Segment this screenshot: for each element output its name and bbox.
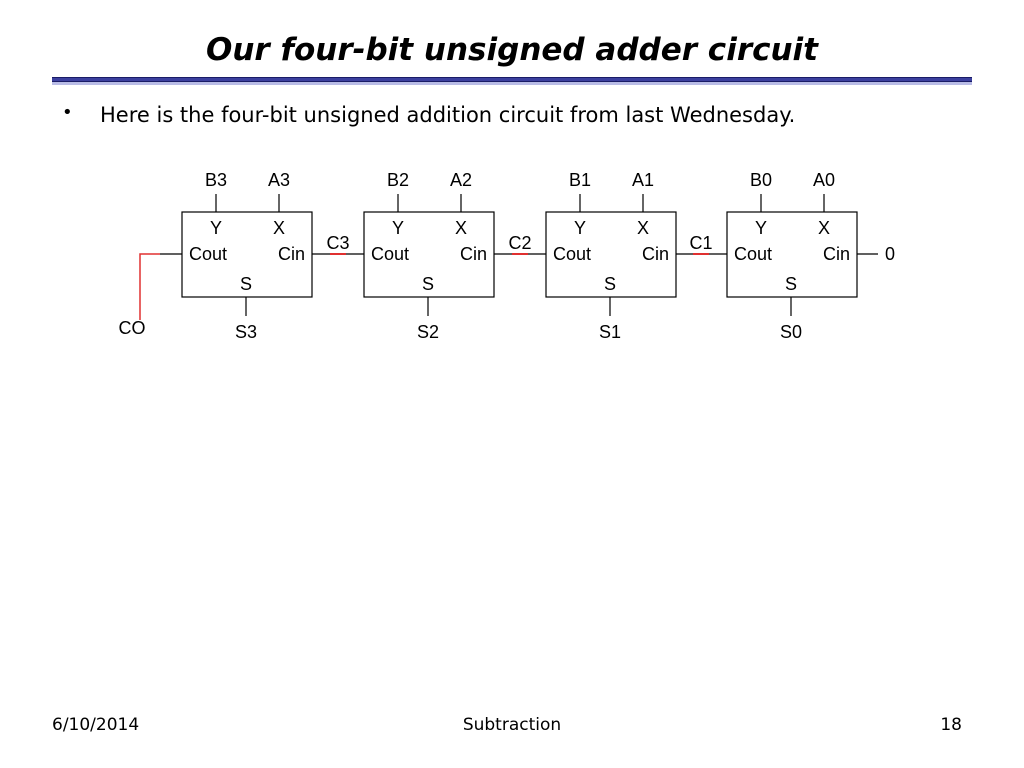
port-y-label: Y: [755, 218, 767, 238]
port-x-label: X: [818, 218, 830, 238]
port-cin-label: Cin: [823, 244, 850, 264]
sum-output-label: S3: [235, 322, 257, 342]
adder-block-1: B1 A1 Y X Cout Cin S S1: [545, 170, 677, 342]
input-a-label: A1: [632, 170, 654, 190]
carry-in-label: 0: [885, 244, 895, 264]
port-cin-label: Cin: [278, 244, 305, 264]
input-a-label: A3: [268, 170, 290, 190]
input-b-label: B2: [387, 170, 409, 190]
carry-wire-c3: C3: [312, 233, 364, 255]
port-y-label: Y: [574, 218, 586, 238]
adder-block-0: B0 A0 Y X Cout Cin S S0: [726, 170, 858, 342]
carry-out-wire: CO: [119, 253, 182, 338]
bullet-text: Here is the four-bit unsigned addition c…: [100, 103, 796, 127]
port-x-label: X: [637, 218, 649, 238]
port-x-label: X: [273, 218, 285, 238]
title-divider: [52, 77, 972, 82]
carry-in-wire: 0: [857, 244, 895, 264]
carry-wire-c1: C1: [676, 233, 727, 255]
port-x-label: X: [455, 218, 467, 238]
port-cin-label: Cin: [642, 244, 669, 264]
input-b-label: B3: [205, 170, 227, 190]
input-a-label: A2: [450, 170, 472, 190]
sum-output-label: S1: [599, 322, 621, 342]
port-cout-label: Cout: [553, 244, 591, 264]
footer-date: 6/10/2014: [52, 715, 140, 735]
port-y-label: Y: [210, 218, 222, 238]
adder-block-3: B3 A3 Y X Cout Cin S S3: [181, 170, 313, 342]
input-a-label: A0: [813, 170, 835, 190]
port-s-label: S: [422, 274, 434, 294]
carry-wire-c2: C2: [494, 233, 546, 255]
title-divider-shadow: [52, 82, 972, 85]
port-s-label: S: [785, 274, 797, 294]
port-cout-label: Cout: [734, 244, 772, 264]
adder-block-2: B2 A2 Y X Cout Cin S S2: [363, 170, 495, 342]
slide-title: Our four-bit unsigned adder circuit: [205, 32, 818, 68]
input-b-label: B0: [750, 170, 772, 190]
bullet-icon: •: [62, 102, 73, 123]
page-number: 18: [940, 715, 962, 735]
port-cin-label: Cin: [460, 244, 487, 264]
port-y-label: Y: [392, 218, 404, 238]
carry-label: C1: [689, 233, 712, 253]
port-cout-label: Cout: [371, 244, 409, 264]
carry-out-label: CO: [119, 318, 146, 338]
port-s-label: S: [240, 274, 252, 294]
carry-label: C2: [508, 233, 531, 253]
carry-label: C3: [326, 233, 349, 253]
input-b-label: B1: [569, 170, 591, 190]
port-cout-label: Cout: [189, 244, 227, 264]
sum-output-label: S2: [417, 322, 439, 342]
footer-title: Subtraction: [462, 715, 562, 735]
sum-output-label: S0: [780, 322, 802, 342]
port-s-label: S: [604, 274, 616, 294]
